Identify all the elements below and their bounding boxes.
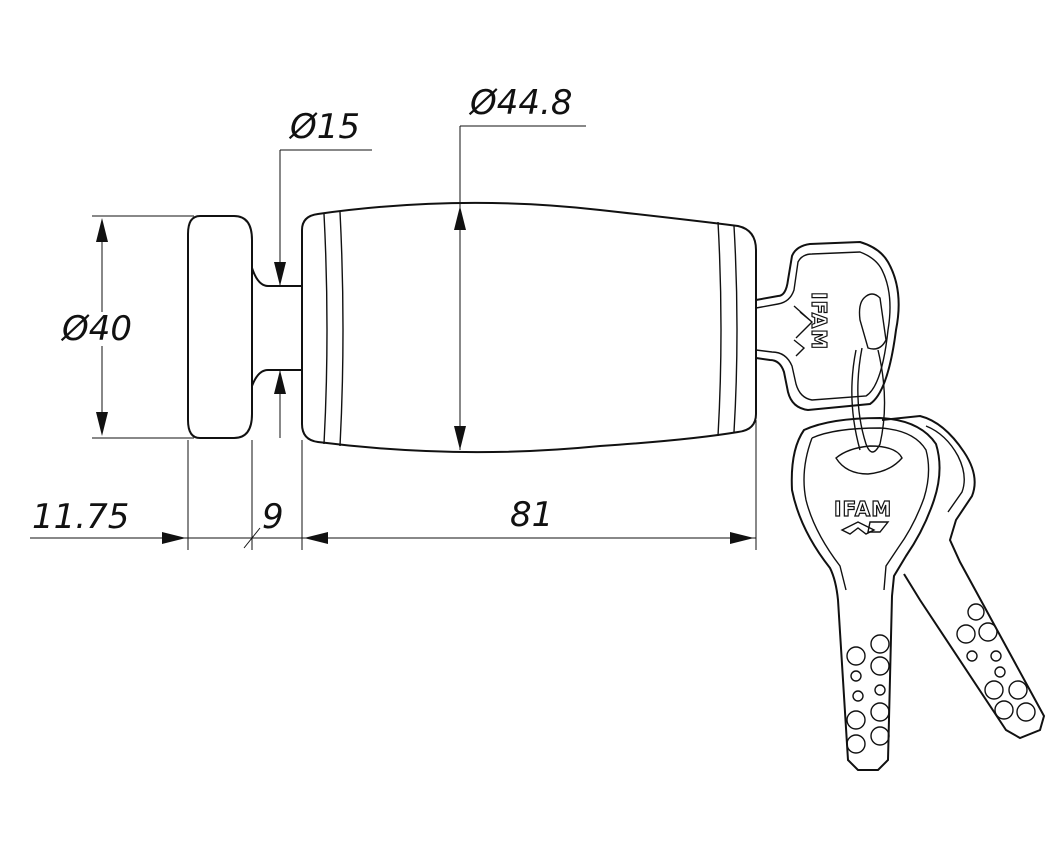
- lock-head: [187, 215, 253, 439]
- front-key-brand: IFAM: [834, 497, 892, 521]
- head-diameter-label: Ø40: [60, 309, 132, 349]
- lock-body: [301, 201, 757, 454]
- body-length-label: 81: [510, 495, 553, 535]
- shaft-diameter-label: Ø15: [288, 107, 360, 147]
- key-blade-dimples: [956, 603, 1036, 722]
- back-key: [881, 414, 1046, 740]
- dimension-body-diameter: Ø44.8: [454, 83, 586, 450]
- ifam-logo-icon: [793, 305, 814, 357]
- key-ring: [851, 347, 886, 453]
- neck-length-label: 9: [262, 497, 284, 537]
- lock-shaft: [251, 267, 302, 387]
- dimension-head-diameter: Ø40: [60, 215, 194, 439]
- key-blade-dimples: [846, 634, 890, 754]
- inserted-key-brand: IFAM: [807, 292, 831, 350]
- ifam-logo-icon: [840, 521, 890, 535]
- head-length-label: 11.75: [32, 497, 129, 537]
- inserted-key: IFAM: [755, 240, 900, 412]
- body-diameter-label: Ø44.8: [468, 83, 572, 123]
- dimension-lengths: 11.75 9 81: [30, 420, 757, 550]
- dimension-shaft-diameter: Ø15: [274, 107, 372, 438]
